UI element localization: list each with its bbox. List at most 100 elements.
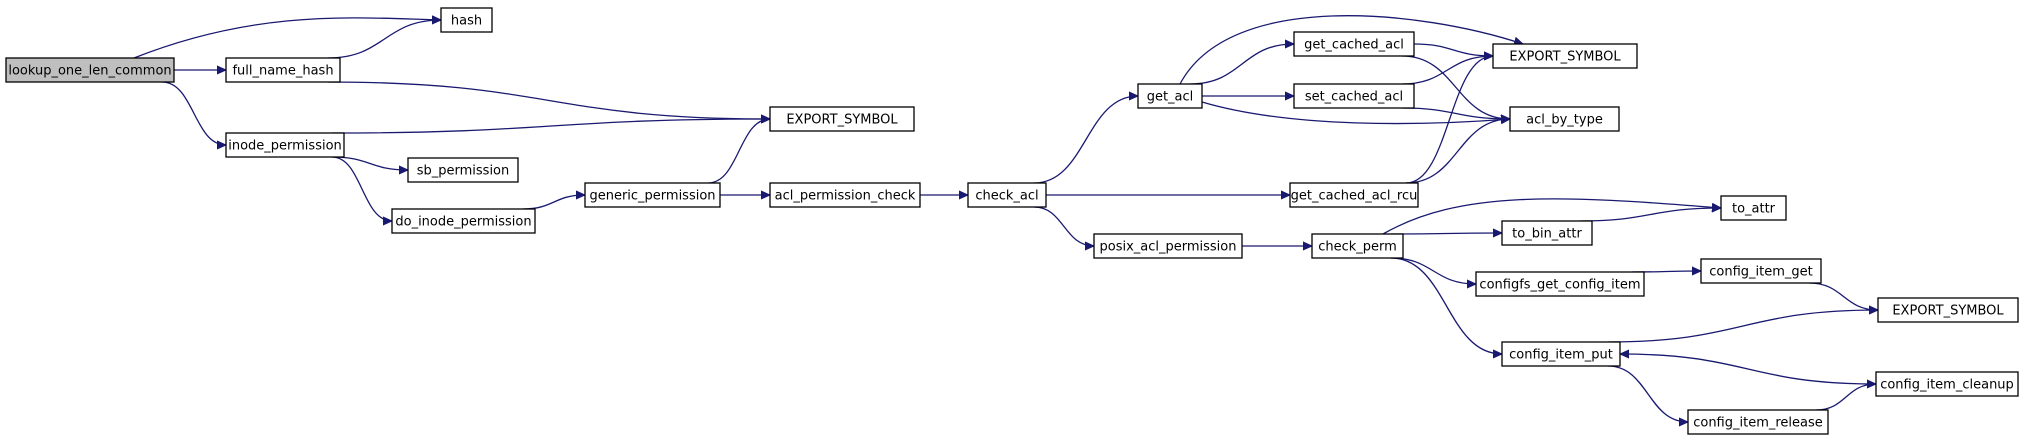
edge-get-acl-to-get-cached-acl (1189, 44, 1294, 85)
node-label: acl_by_type (1526, 113, 1603, 128)
edge-check-acl-to-get-acl (1033, 96, 1138, 184)
node-label: EXPORT_SYMBOL (1509, 50, 1621, 65)
node-get-cached-acl-rcu[interactable]: get_cached_acl_rcu (1289, 182, 1419, 208)
node-config-item-release[interactable]: config_item_release (1687, 409, 1829, 435)
edge-check-perm-to-configfs-get-config-item (1390, 257, 1476, 284)
node-label: config_item_put (1509, 348, 1613, 363)
node-label: EXPORT_SYMBOL (1892, 304, 2004, 319)
node-to-attr[interactable]: to_attr (1720, 195, 1787, 221)
nodes-layer: lookup_one_len_common full_name_hash hash i… (5, 7, 2019, 435)
edge-check-perm-to-config-item-put (1390, 257, 1502, 354)
node-label: acl_permission_check (775, 189, 916, 204)
node-do-inode-permission[interactable]: do_inode_permission (391, 208, 536, 234)
node-box[interactable] (1475, 271, 1645, 297)
node-check-perm[interactable]: check_perm (1311, 233, 1404, 259)
node-box[interactable] (1311, 233, 1404, 259)
node-config-item-get[interactable]: config_item_get (1700, 258, 1822, 284)
edge-get-cached-acl-to-acl-by-type (1401, 55, 1510, 119)
node-label: check_perm (1318, 240, 1397, 255)
node-sb-permission[interactable]: sb_permission (407, 157, 519, 183)
edge-generic-permission-to-export-symbol-1 (707, 119, 771, 184)
node-box[interactable] (1875, 371, 2019, 397)
node-box[interactable] (1289, 182, 1419, 208)
edge-do-inode-permission-to-generic-permission (522, 195, 585, 210)
node-export-symbol-1[interactable]: EXPORT_SYMBOL (769, 106, 915, 132)
node-box[interactable] (769, 106, 915, 132)
node-label: posix_acl_permission (1099, 240, 1236, 255)
node-config-item-cleanup[interactable]: config_item_cleanup (1875, 371, 2019, 397)
edge-lookup-one-len-common-to-hash (133, 18, 441, 59)
node-label: EXPORT_SYMBOL (786, 113, 898, 128)
edge-get-cached-acl-rcu-to-export-symbol-2 (1405, 56, 1493, 184)
node-posix-acl-permission[interactable]: posix_acl_permission (1093, 233, 1243, 259)
node-hash[interactable]: hash (440, 7, 493, 33)
node-box[interactable] (1687, 409, 1829, 435)
edge-check-acl-to-posix-acl-permission (1033, 206, 1094, 246)
node-box[interactable] (1293, 83, 1415, 109)
edge-get-acl-to-export-symbol-2 (1179, 15, 1523, 85)
node-box[interactable] (407, 157, 519, 183)
node-config-item-put[interactable]: config_item_put (1501, 341, 1621, 367)
node-full-name-hash[interactable]: full_name_hash (225, 57, 341, 83)
node-box[interactable] (391, 208, 536, 234)
node-label: check_acl (975, 189, 1038, 204)
node-box[interactable] (1137, 83, 1203, 109)
node-box[interactable] (1293, 31, 1415, 57)
edge-get-acl-to-acl-by-type (1201, 101, 1510, 125)
edge-inode-permission-to-export-symbol-1 (331, 119, 770, 134)
node-generic-permission[interactable]: generic_permission (584, 182, 721, 208)
node-acl-permission-check[interactable]: acl_permission_check (769, 182, 921, 208)
node-get-cached-acl[interactable]: get_cached_acl (1293, 31, 1415, 57)
node-inode-permission[interactable]: inode_permission (225, 132, 345, 158)
node-label: inode_permission (228, 139, 342, 154)
node-label: full_name_hash (232, 64, 333, 79)
edge-config-item-get-to-export-symbol-3 (1808, 282, 1878, 310)
node-export-symbol-2[interactable]: EXPORT_SYMBOL (1492, 43, 1638, 69)
node-label: config_item_release (1693, 416, 1823, 431)
node-label: get_cached_acl (1304, 38, 1404, 53)
node-box[interactable] (225, 132, 345, 158)
node-check-acl[interactable]: check_acl (967, 182, 1047, 208)
node-box[interactable] (1492, 43, 1638, 69)
node-box[interactable] (440, 7, 493, 33)
edge-set-cached-acl-to-export-symbol-2 (1401, 56, 1493, 85)
node-get-acl[interactable]: get_acl (1137, 83, 1203, 109)
node-label: get_acl (1147, 90, 1194, 105)
node-acl-by-type[interactable]: acl_by_type (1509, 106, 1620, 132)
edge-config-item-put-to-config-item-release (1607, 365, 1688, 422)
node-box[interactable] (1501, 220, 1593, 246)
edge-check-perm-to-to-attr (1382, 198, 1721, 235)
node-box[interactable] (769, 182, 921, 208)
node-box[interactable] (1509, 106, 1620, 132)
edge-set-cached-acl-to-acl-by-type (1401, 107, 1510, 119)
node-label: set_cached_acl (1305, 90, 1403, 105)
node-label: config_item_get (1709, 265, 1813, 280)
node-label: hash (451, 14, 482, 29)
edge-check-perm-to-to-bin-attr (1390, 233, 1502, 234)
node-box[interactable] (1501, 341, 1621, 367)
node-label: generic_permission (589, 189, 715, 204)
node-label: sb_permission (417, 164, 510, 179)
node-label: get_cached_acl_rcu (1291, 189, 1418, 204)
node-label: lookup_one_len_common (8, 64, 171, 79)
node-lookup-one-len-common[interactable]: lookup_one_len_common (5, 57, 175, 83)
node-export-symbol-3[interactable]: EXPORT_SYMBOL (1877, 297, 2019, 323)
node-box[interactable] (1093, 233, 1243, 259)
edge-config-item-release-to-config-item-cleanup (1815, 384, 1876, 411)
node-label: configfs_get_config_item (1479, 278, 1640, 293)
node-box[interactable] (1720, 195, 1787, 221)
edge-full-name-hash-to-hash (327, 20, 441, 59)
edge-inode-permission-to-sb-permission (331, 156, 408, 170)
node-to-bin-attr[interactable]: to_bin_attr (1501, 220, 1593, 246)
node-set-cached-acl[interactable]: set_cached_acl (1293, 83, 1415, 109)
node-box[interactable] (225, 57, 341, 83)
node-label: to_attr (1732, 202, 1776, 217)
node-box[interactable] (5, 57, 175, 83)
node-box[interactable] (584, 182, 721, 208)
node-box[interactable] (1877, 297, 2019, 323)
node-box[interactable] (967, 182, 1047, 208)
node-box[interactable] (1700, 258, 1822, 284)
node-configfs-get-config-item[interactable]: configfs_get_config_item (1475, 271, 1645, 297)
edge-config-item-put-to-export-symbol-3 (1607, 310, 1878, 343)
